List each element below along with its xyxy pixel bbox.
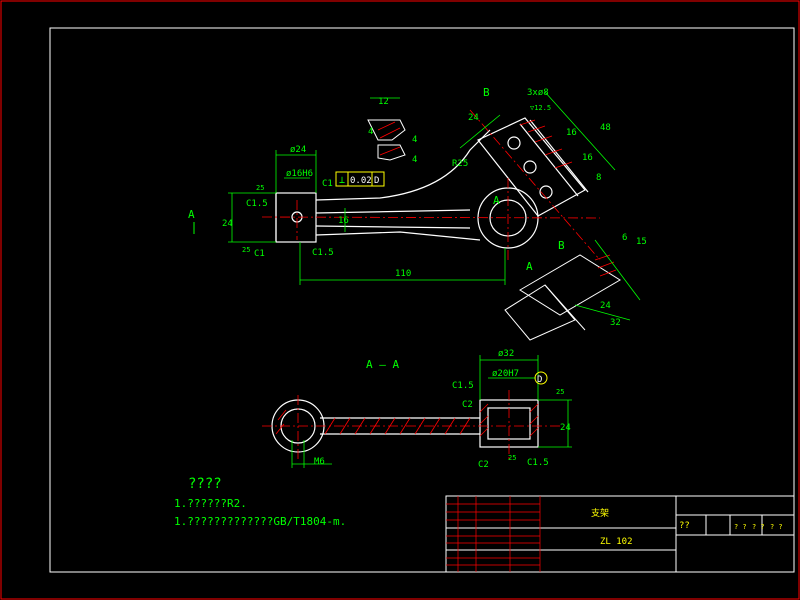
view-b-label: B bbox=[558, 239, 565, 252]
dim-dia16h6: ø16H6 bbox=[286, 169, 313, 179]
roughness-d: 25 bbox=[508, 454, 516, 462]
dim-12: 12 bbox=[378, 97, 389, 107]
dim-c1-5-bot: C1.5 bbox=[312, 248, 334, 258]
section-aa-centerline bbox=[262, 390, 560, 460]
tol-value: 0.02 bbox=[350, 176, 372, 186]
center-lines bbox=[261, 109, 601, 261]
view-b-hatch bbox=[594, 254, 617, 277]
dim-24-b: 24 bbox=[600, 301, 611, 311]
dim-4b: 4 bbox=[412, 135, 417, 145]
dim-c1-5-sec: C1.5 bbox=[452, 381, 474, 391]
view-a-arrow-label: A bbox=[526, 260, 533, 273]
technical-notes: ???? 1.??????R2. 1.?????????????GB/T1804… bbox=[174, 476, 346, 528]
dim-4c: 4 bbox=[412, 155, 417, 165]
dim-24-sec: 24 bbox=[560, 423, 571, 433]
dim-holes-sub: ▽12.5 bbox=[530, 104, 551, 112]
material-label: ?? bbox=[679, 521, 690, 531]
dim-dia24: ø24 bbox=[290, 145, 306, 155]
notes-line-2: 1.?????????????GB/T1804-m. bbox=[174, 515, 346, 528]
title-block bbox=[445, 495, 795, 573]
dim-dia32: ø32 bbox=[498, 349, 514, 359]
dim-24-left: 24 bbox=[222, 219, 233, 229]
dim-c1-top: C1 bbox=[322, 179, 333, 189]
dim-m6: M6 bbox=[314, 457, 325, 467]
notes-line-1: 1.??????R2. bbox=[174, 497, 247, 510]
small-section-hatch bbox=[377, 121, 401, 156]
tol-symbol: ⊥ bbox=[339, 175, 345, 186]
view-labels: A B B A A A — A bbox=[188, 86, 565, 371]
dim-48: 48 bbox=[600, 123, 611, 133]
part-name: 支架 bbox=[591, 507, 609, 519]
dim-110: 110 bbox=[395, 269, 411, 279]
small-section-detail bbox=[367, 119, 406, 161]
main-view-hatch bbox=[519, 119, 573, 169]
dim-c1-bot: C1 bbox=[254, 249, 265, 259]
small-cell-1: ? ? bbox=[734, 523, 747, 531]
dim-r25: R25 bbox=[452, 159, 468, 169]
main-dim-texts: 12 4 4 4 ø24 ø16H6 C1.5 C1 C1 C1.5 24 16… bbox=[222, 88, 647, 328]
dim-16: 16 bbox=[338, 216, 349, 226]
inner-frame bbox=[49, 27, 795, 573]
dim-16a: 16 bbox=[566, 128, 577, 138]
dim-dia20h7: ø20H7 bbox=[492, 369, 519, 379]
dim-16b: 16 bbox=[582, 153, 593, 163]
dim-holes: 3xø8 bbox=[527, 88, 549, 98]
section-title: A — A bbox=[366, 358, 399, 371]
tol-datum: D bbox=[374, 176, 379, 186]
dim-6: 6 bbox=[622, 233, 627, 243]
notes-heading: ???? bbox=[188, 476, 222, 492]
section-aa-dim-texts: ø32 ø20H7 C1.5 C2 C2 C1.5 24 M6 25 25 bbox=[314, 349, 571, 470]
dim-15: 15 bbox=[636, 237, 647, 247]
title-block-red-grid bbox=[446, 496, 541, 572]
dim-4a: 4 bbox=[368, 127, 373, 137]
title-block-texts: 支架 ZL 102 ?? ? ? ? ? ? ? bbox=[591, 507, 783, 547]
center-a-label: A bbox=[493, 194, 500, 207]
view-b-arrow-label: B bbox=[483, 86, 490, 99]
datum-d-text: D bbox=[537, 375, 542, 385]
dim-c1-5-top: C1.5 bbox=[246, 199, 268, 209]
dim-32-b: 32 bbox=[610, 318, 621, 328]
dim-c1-5-sec-bot: C1.5 bbox=[527, 458, 549, 468]
section-aa-dim-lines bbox=[291, 355, 572, 468]
small-cell-2: ? ? bbox=[752, 523, 765, 531]
dim-24-top: 24 bbox=[468, 113, 479, 123]
main-dimension-lines bbox=[228, 91, 641, 321]
tolerance-frame: ⊥ 0.02 D bbox=[335, 171, 385, 187]
drawing-number: ZL 102 bbox=[600, 537, 633, 547]
small-cell-3: ? ? bbox=[770, 523, 783, 531]
view-b bbox=[504, 254, 621, 341]
section-aa-hatch bbox=[275, 403, 539, 437]
roughness-c: 25 bbox=[556, 388, 564, 396]
dim-8: 8 bbox=[596, 173, 601, 183]
datum-d-marker: D bbox=[530, 371, 548, 385]
roughness-a: 25 bbox=[256, 184, 264, 192]
dim-c2-sec-bot: C2 bbox=[478, 460, 489, 470]
roughness-b: 25 bbox=[242, 246, 250, 254]
section-a-label: A bbox=[188, 208, 195, 221]
dim-c2-sec-top: C2 bbox=[462, 400, 473, 410]
